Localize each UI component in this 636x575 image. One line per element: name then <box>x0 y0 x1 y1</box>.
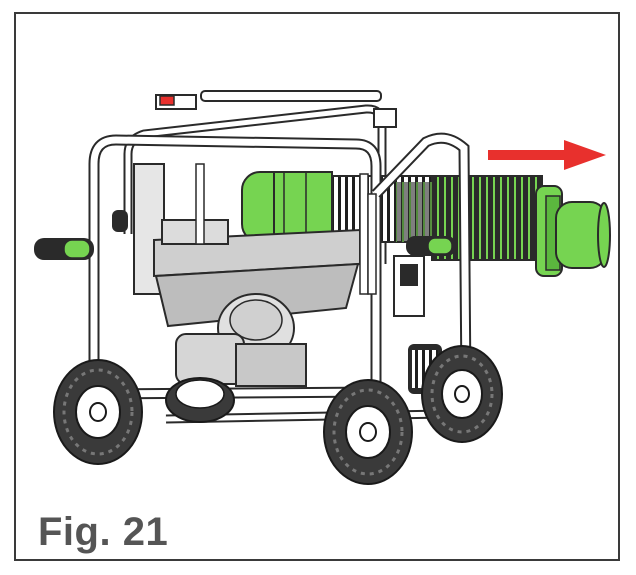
top-handle <box>155 90 397 128</box>
figure-frame: Fig. 21 <box>14 12 620 561</box>
machine-illustration <box>34 90 611 485</box>
drum-assembly <box>241 171 611 277</box>
wheel-front-left <box>53 359 143 465</box>
back-grip <box>112 210 128 232</box>
wheel-front-right <box>323 379 413 485</box>
arrow-right-icon <box>488 140 606 170</box>
right-grip <box>406 236 456 256</box>
wheel-rear-right <box>421 345 503 443</box>
wheel-rear-left <box>165 377 235 423</box>
figure-caption: Fig. 21 <box>38 510 169 554</box>
left-grip <box>34 238 94 260</box>
side-rails <box>195 163 377 295</box>
hopper <box>153 219 361 387</box>
